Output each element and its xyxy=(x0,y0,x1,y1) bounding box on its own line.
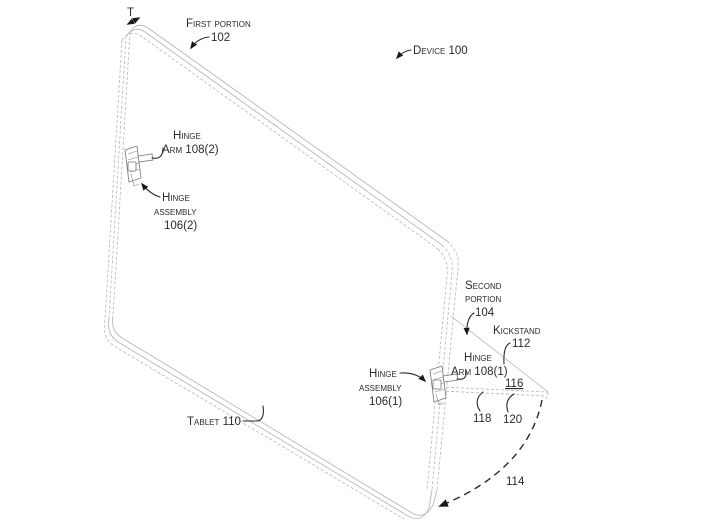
tablet-leader xyxy=(242,405,264,422)
hinge-assembly-1 xyxy=(429,365,459,406)
first-portion-ref: 102 xyxy=(211,32,230,44)
label-120: 120 xyxy=(503,393,522,426)
thickness-label: T xyxy=(127,7,134,19)
ref-118-leader xyxy=(476,391,484,412)
hinge-arm-2-ref: Arm 108(2) xyxy=(162,144,219,156)
device-leader xyxy=(395,49,412,60)
thickness-arrow xyxy=(126,17,141,25)
tablet-left-edge-inner xyxy=(108,35,127,319)
second-portion-ref: 104 xyxy=(475,307,495,319)
hinge-arm-2-leader xyxy=(151,147,164,159)
first-portion-leader xyxy=(190,36,210,50)
kickstand-leader xyxy=(503,342,511,365)
tablet-right-edge xyxy=(436,240,459,491)
rotation-arc xyxy=(438,399,543,507)
kickstand-lower-edge-2 xyxy=(440,390,547,397)
label-tablet: Tablet 110 xyxy=(187,405,264,428)
label-118: 118 xyxy=(473,391,491,425)
kickstand-ref: 112 xyxy=(512,338,530,350)
ref-120: 120 xyxy=(503,414,522,426)
hinge-assembly-1-sub: assembly xyxy=(359,382,402,394)
ref-120-leader xyxy=(506,393,515,413)
device-label: Device 100 xyxy=(413,45,468,57)
label-kickstand-region: 116 xyxy=(505,378,523,390)
tablet-left-edge-inner2 xyxy=(104,39,123,321)
tablet-right-edge-inner2 xyxy=(426,248,448,491)
label-kickstand: Kickstand 112 xyxy=(493,325,541,365)
hinge-assembly-1-title: Hinge xyxy=(369,368,397,380)
hinge-assembly-2 xyxy=(124,145,154,187)
tablet-outline xyxy=(103,24,459,520)
ref-118: 118 xyxy=(473,413,491,425)
label-device: Device 100 xyxy=(395,45,468,60)
hinge-assembly-2-ref: 106(2) xyxy=(164,220,197,232)
kickstand-lower-edge xyxy=(440,386,549,393)
label-hinge-assembly-2: Hinge assembly 106(2) xyxy=(141,182,197,232)
kickstand-region-ref: 116 xyxy=(505,378,523,390)
label-first-portion: First portion 102 xyxy=(186,18,251,50)
rotation-ref: 114 xyxy=(506,476,525,488)
label-hinge-arm-1: Hinge Arm 108(1) xyxy=(451,352,508,380)
tablet-right-edge-inner xyxy=(431,244,453,491)
tablet-top-edge-inner2 xyxy=(121,32,439,250)
tablet-bottom-edge-inner2 xyxy=(103,319,405,520)
hinge-assembly-2-leader xyxy=(141,182,161,198)
rotation-path: 114 xyxy=(438,399,543,507)
hinge-arm-1-ref: Arm 108(1) xyxy=(451,366,508,378)
thickness-indicator: T xyxy=(126,7,141,25)
hinge-assembly-2-title: Hinge xyxy=(162,192,190,204)
tablet-bottom-edge-inner xyxy=(107,317,433,520)
second-portion-leader xyxy=(463,312,475,336)
label-second-portion: Second portion 104 xyxy=(463,280,502,336)
hinge-arm-1-leader xyxy=(456,370,467,380)
tablet-left-edge xyxy=(112,31,131,317)
hinge-assembly-2-sub: assembly xyxy=(154,206,197,218)
hinge-assembly-1-leader xyxy=(399,372,427,383)
label-hinge-assembly-1: Hinge assembly 106(1) xyxy=(359,368,427,408)
second-portion-title: Second xyxy=(465,280,502,292)
tablet-label: Tablet 110 xyxy=(187,416,241,428)
hinge-arm-1-title: Hinge xyxy=(464,352,492,364)
tablet-bottom-edge xyxy=(111,315,438,516)
tablet-top-edge-inner xyxy=(125,28,443,246)
kickstand-title: Kickstand xyxy=(493,325,541,337)
kickstand-tip xyxy=(545,391,549,400)
hinge-assembly-1-ref: 106(1) xyxy=(369,396,402,408)
second-portion-sub: portion xyxy=(465,293,502,305)
label-hinge-arm-2: Hinge Arm 108(2) xyxy=(151,130,219,159)
hinge-arm-2-title: Hinge xyxy=(173,130,201,142)
first-portion-title: First portion xyxy=(186,18,251,30)
tablet-top-edge xyxy=(129,24,448,242)
